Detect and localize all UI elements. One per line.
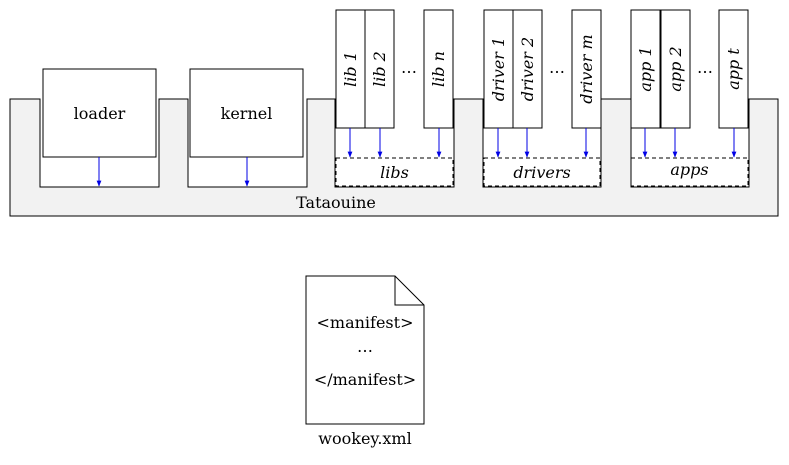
driver-1-label: driver 1: [489, 37, 508, 101]
libs-group: lib 1 lib 2 … lib n libs: [335, 9, 454, 187]
manifest-close-tag: </manifest>: [314, 370, 416, 389]
driver-m-label: driver m: [577, 34, 596, 103]
kernel-label: kernel: [221, 104, 273, 123]
app-2-label: app 2: [666, 46, 685, 91]
tataouine-platform: [9, 98, 779, 217]
app-1-label: app 1: [636, 46, 655, 91]
manifest-ellipsis: …: [357, 337, 373, 356]
libs-label: libs: [380, 163, 409, 182]
document-icon: [305, 275, 425, 425]
loader-label: loader: [74, 104, 126, 123]
drivers-collection-box: [483, 157, 601, 187]
lib-1-label: lib 1: [341, 51, 360, 87]
driver-1-box: [483, 9, 514, 129]
lib-n-label: lib n: [429, 51, 448, 87]
driver-2-label: driver 2: [518, 37, 537, 101]
app-1-box: [630, 9, 661, 129]
driver-m-box: [571, 9, 602, 129]
loader-box: [42, 68, 157, 158]
manifest-document: <manifest> … </manifest> wookey.xml: [305, 275, 425, 448]
manifest-open-tag: <manifest>: [317, 313, 414, 332]
app-t-label: app t: [724, 48, 743, 90]
apps-ellipsis: …: [697, 58, 713, 77]
apps-collection-box: [630, 157, 749, 187]
apps-label: apps: [670, 160, 708, 179]
drivers-group: driver 1 driver 2 … driver m drivers: [483, 9, 602, 187]
drivers-ellipsis: …: [549, 58, 565, 77]
manifest-filename: wookey.xml: [318, 429, 411, 448]
apps-group: app 1 app 2 … app t apps: [630, 9, 749, 187]
lib-2-label: lib 2: [370, 51, 389, 87]
libs-collection-box: [335, 157, 454, 187]
app-2-box: [660, 9, 691, 129]
drivers-label: drivers: [513, 163, 570, 182]
document-fold: [394, 276, 424, 306]
libs-ellipsis: …: [401, 58, 417, 77]
platform-label: Tataouine: [296, 193, 376, 212]
kernel-box: [189, 68, 304, 158]
